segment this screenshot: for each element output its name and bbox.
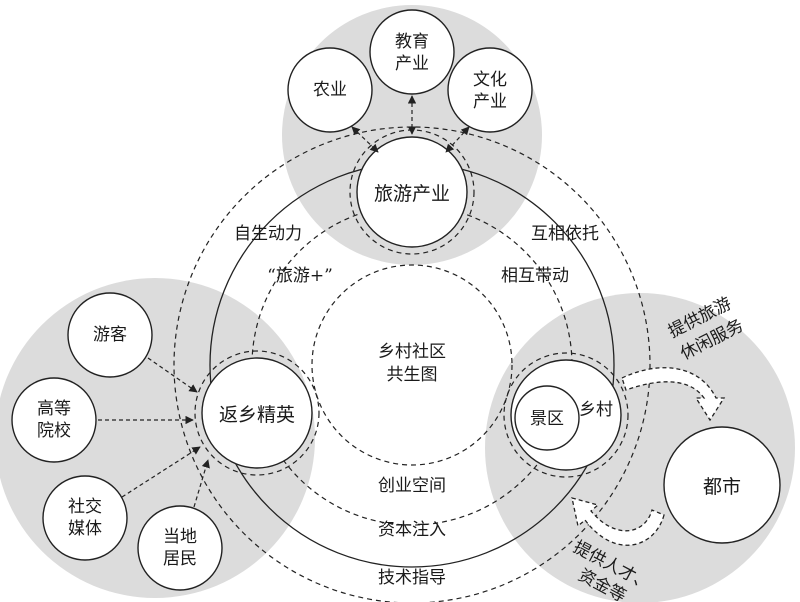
agriculture-node: [287, 47, 373, 133]
capital-label: 资本注入: [378, 520, 446, 540]
to-city-arrow: [621, 367, 726, 422]
city-node: [663, 426, 781, 544]
from-city-arrow: [571, 497, 665, 546]
social-media-node: [42, 475, 128, 561]
locals-node: [137, 505, 223, 591]
center-label-line1: 乡村社区: [378, 342, 446, 362]
village-label: 乡村: [579, 400, 613, 420]
universities-label-line2: 院校: [37, 421, 71, 441]
village-hub-ring: [503, 352, 629, 478]
universities-node: [11, 377, 97, 463]
returning-elite-label: 返乡精英: [219, 404, 295, 426]
center-label-line2: 共生图: [387, 365, 438, 385]
scenic-area-node: [514, 385, 580, 451]
center-circle: [311, 264, 513, 466]
returning-elite-ring: [194, 350, 320, 476]
startup-space-label: 创业空间: [378, 476, 446, 496]
mutual-rely-label: 互相依托: [531, 224, 599, 244]
mutual-drive-label: 相互带动: [501, 266, 569, 286]
tourism-plus-label: “旅游+”: [267, 266, 333, 286]
locals-label-line2: 居民: [163, 549, 197, 569]
locals-label-line1: 当地: [163, 527, 197, 547]
social-media-arrow: [121, 446, 201, 498]
tourism-hub-node: [356, 136, 468, 248]
self-drive-label: 自生动力: [234, 224, 302, 244]
social-media-label-line1: 社交: [68, 497, 102, 517]
tourists-label: 游客: [93, 325, 127, 345]
universities-label-line1: 高等: [37, 399, 71, 419]
social-media-label-line2: 媒体: [68, 519, 102, 539]
agriculture-label: 农业: [313, 80, 347, 100]
culture-node: [447, 47, 533, 133]
city-label: 都市: [703, 476, 741, 498]
agriculture-tourism-arrow: [351, 126, 379, 153]
outer-dashed-ring: [173, 126, 651, 602]
tourists-arrow: [147, 357, 198, 393]
education-label-line2: 产业: [395, 54, 429, 74]
education-node: [369, 9, 455, 95]
education-label-line1: 教育: [395, 32, 429, 52]
culture-tourism-arrow: [445, 126, 470, 153]
culture-label-line1: 文化: [473, 70, 507, 90]
scenic-area-label: 景区: [530, 409, 564, 429]
culture-label-line2: 产业: [473, 92, 507, 112]
locals-arrow: [193, 459, 210, 508]
tourism-hub-label: 旅游产业: [374, 183, 450, 205]
returning-elite-node: [201, 357, 313, 469]
tech-label: 技术指导: [378, 568, 446, 588]
tourists-node: [67, 292, 153, 378]
